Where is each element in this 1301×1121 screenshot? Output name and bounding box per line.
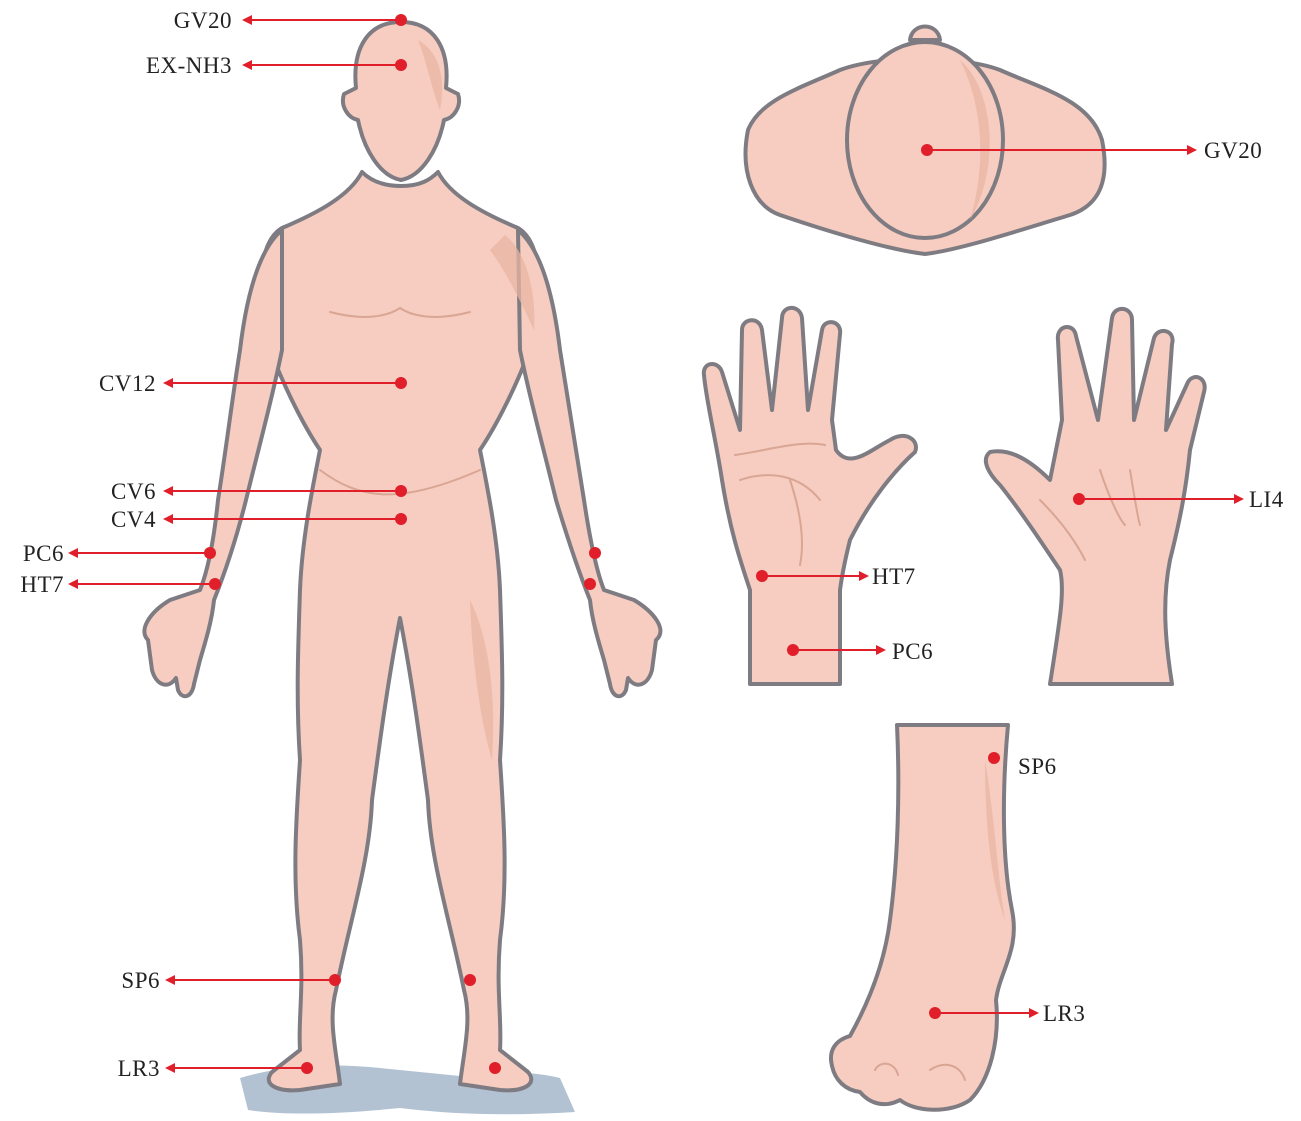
label-gv20-body: GV20 — [174, 8, 232, 33]
back-hand — [986, 309, 1205, 684]
label-li4: LI4 — [1249, 487, 1284, 512]
point-pc6-right-arm — [589, 547, 601, 559]
point-lr3-foot — [929, 1007, 941, 1019]
point-sp6-foot — [988, 752, 1000, 764]
point-ht7-right-arm — [584, 578, 596, 590]
back-of-hand-view — [986, 309, 1205, 684]
foot-view — [831, 725, 1014, 1110]
point-gv20-body — [395, 14, 407, 26]
label-exnh3: EX-NH3 — [146, 53, 232, 78]
point-exnh3 — [395, 59, 407, 71]
front-body-figure — [144, 22, 660, 1114]
label-cv12: CV12 — [99, 371, 156, 396]
torso-and-legs — [261, 172, 540, 1090]
head-top — [847, 42, 1003, 238]
point-gv20-head — [921, 144, 933, 156]
label-cv4: CV4 — [111, 507, 156, 532]
label-sp6-body: SP6 — [121, 968, 160, 993]
point-cv4 — [395, 513, 407, 525]
label-gv20-head: GV20 — [1204, 138, 1262, 163]
label-lr3-body: LR3 — [118, 1056, 160, 1081]
label-sp6-foot: SP6 — [1018, 754, 1057, 779]
head — [343, 22, 459, 180]
head-top-view — [746, 27, 1105, 255]
point-pc6-palm — [787, 644, 799, 656]
palm-hand — [704, 308, 916, 684]
label-pc6-palm: PC6 — [892, 639, 933, 664]
point-pc6-body — [204, 547, 216, 559]
right-arm — [518, 230, 660, 696]
label-ht7-palm: HT7 — [872, 564, 916, 589]
nose-tip — [910, 27, 940, 41]
label-cv6: CV6 — [111, 479, 156, 504]
point-sp6-body — [329, 974, 341, 986]
label-pc6-body: PC6 — [23, 541, 64, 566]
left-arm — [144, 230, 282, 696]
point-cv6 — [395, 485, 407, 497]
point-ht7-body — [209, 578, 221, 590]
point-lr3-right-foot — [489, 1062, 501, 1074]
point-lr3-body — [301, 1062, 313, 1074]
palm-view — [704, 308, 916, 684]
point-ht7-palm — [756, 570, 768, 582]
label-lr3-foot: LR3 — [1043, 1001, 1085, 1026]
point-li4 — [1073, 493, 1085, 505]
point-sp6-right-leg — [464, 974, 476, 986]
point-cv12 — [395, 377, 407, 389]
label-ht7-body: HT7 — [20, 572, 64, 597]
